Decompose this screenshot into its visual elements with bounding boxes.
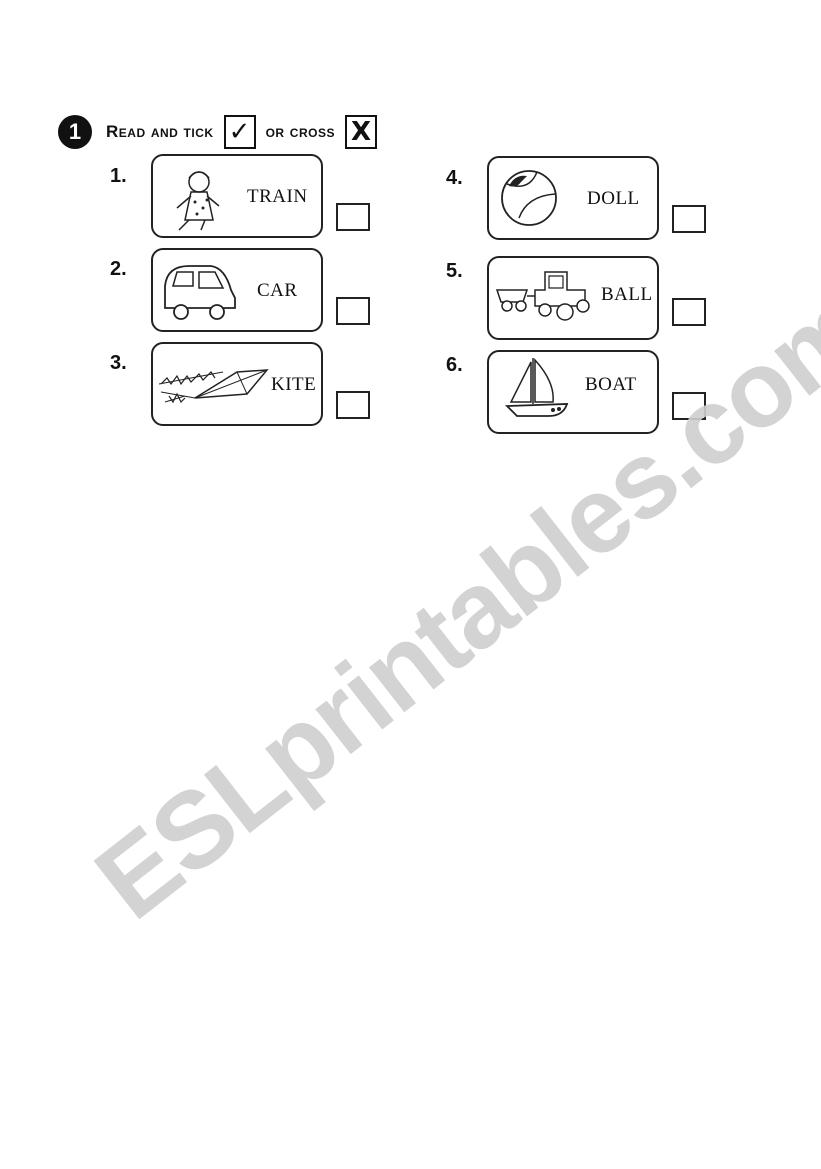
item-number-6: 6. [446, 354, 463, 376]
item-number-3: 3. [110, 352, 127, 374]
ball-icon [501, 170, 557, 226]
cross-icon: X [350, 117, 371, 147]
item-word-6: BOAT [585, 374, 637, 395]
item-card-6: BOAT [487, 350, 659, 434]
answer-box-6[interactable] [672, 392, 706, 420]
cross-symbol-box: X [344, 115, 377, 149]
tick-symbol-box: ✓ [223, 115, 256, 149]
exercise-number: 1 [58, 115, 92, 149]
answer-box-1[interactable] [336, 203, 370, 231]
item-word-5: BALL [601, 284, 653, 305]
instruction-read-tick: Read and tick [106, 122, 214, 141]
answer-box-2[interactable] [336, 297, 370, 325]
item-card-2: CAR [151, 248, 323, 332]
answer-box-5[interactable] [672, 298, 706, 326]
doll-icon [176, 171, 220, 231]
item-card-3: KITE [151, 342, 323, 426]
item-word-4: DOLL [587, 188, 640, 209]
train-icon [495, 271, 590, 321]
item-card-5: BALL [487, 256, 659, 340]
kite-icon [158, 369, 269, 404]
item-word-2: CAR [257, 280, 298, 301]
item-card-4: DOLL [487, 156, 659, 240]
answer-box-3[interactable] [336, 391, 370, 419]
item-number-4: 4. [446, 167, 463, 189]
answer-box-4[interactable] [672, 205, 706, 233]
item-card-1: TRAIN [151, 154, 323, 238]
boat-icon [504, 358, 569, 417]
instruction-or-cross: or cross [265, 122, 335, 141]
item-number-2: 2. [110, 258, 127, 280]
car-icon [164, 265, 236, 320]
exercise-header: 1 Read and tick ✓ or cross X [58, 112, 387, 152]
item-word-1: TRAIN [247, 186, 308, 207]
item-number-1: 1. [110, 165, 127, 187]
item-word-3: KITE [271, 374, 317, 395]
item-number-5: 5. [446, 260, 463, 282]
tick-icon: ✓ [228, 117, 251, 147]
